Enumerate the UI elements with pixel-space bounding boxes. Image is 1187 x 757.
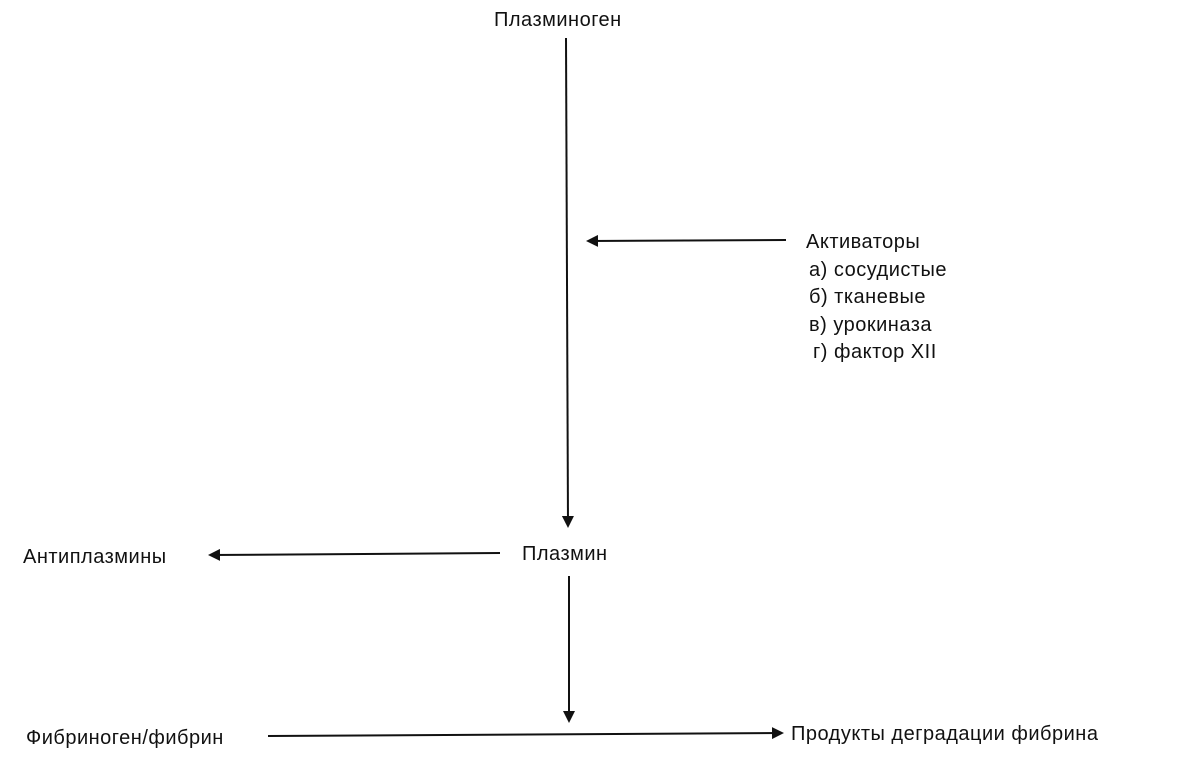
activator-item: б) тканевые: [809, 286, 926, 308]
activator-item: в) урокиназа: [809, 313, 933, 336]
arrow-plasmin-to-antiplasmins: [208, 548, 501, 561]
node-plasmin: Плазмин: [522, 543, 608, 565]
arrow-plasminogen-to-plasmin: [561, 37, 574, 528]
activators-block: Активаторы а) сосудистые б) тканевые в) …: [806, 229, 947, 367]
activator-item: г) фактор XII: [813, 341, 937, 363]
activator-item: а) сосудистые: [809, 258, 948, 281]
activators-title: Активаторы: [806, 231, 921, 253]
arrow-fibrin-to-degradation: [267, 727, 784, 740]
node-fibrinogen-fibrin: Фибриноген/фибрин: [26, 727, 224, 749]
node-degradation-products: Продукты деградации фибрина: [791, 723, 1099, 745]
node-antiplasmins: Антиплазмины: [23, 546, 167, 568]
arrow-activators-to-pathway: [586, 234, 787, 247]
node-plasminogen: Плазминоген: [494, 9, 622, 31]
